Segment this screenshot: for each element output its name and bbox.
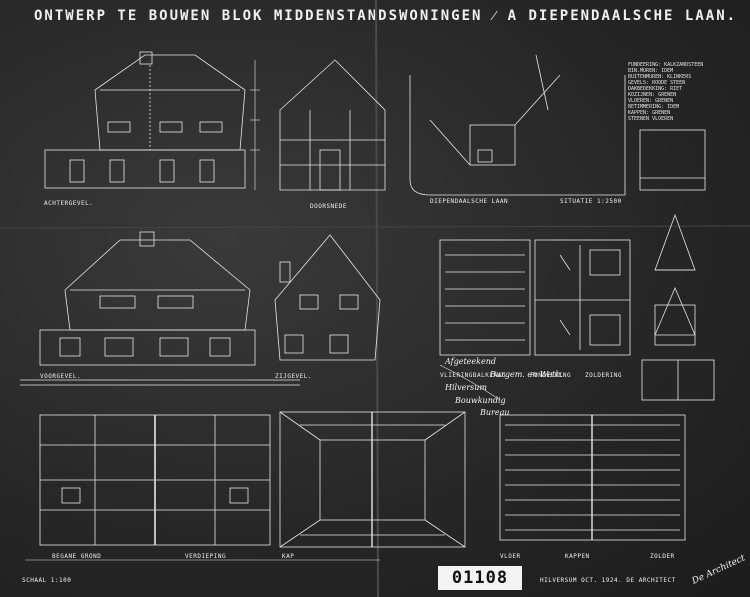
roof-plan [279, 411, 466, 548]
label-situatie: SITUATIE 1:2500 [560, 198, 622, 205]
label-verdieping: VERDIEPING [185, 553, 227, 560]
archive-stamp: 01108 [438, 566, 522, 590]
handwritten-note: Bureau [480, 408, 510, 417]
label-zoldering: ZOLDERING [585, 372, 623, 379]
rear-elevation [44, 51, 246, 189]
label-voorgevel: VOORGEVEL. [40, 373, 82, 380]
front-elevation [20, 231, 300, 386]
label-begane-grond: BEGANE GROND [52, 553, 102, 560]
label-zijgevel: ZIJGEVEL. [275, 373, 313, 380]
handwritten-note: Afgeteekend [445, 357, 496, 366]
note-line: BUITENMUREN: KLINKERS [628, 74, 692, 80]
beam-plan [499, 414, 686, 541]
label-achtergevel: ACHTERGEVEL. [44, 200, 94, 207]
note-line: DAKBEDEKKING: RIET [628, 86, 683, 92]
construction-notes: FUNDEERING: KALKZANDSTEEN BIN.MUREN: IDE… [628, 62, 712, 122]
label-schaal: SCHAAL 1:100 [22, 577, 72, 584]
note-line: KAPPEN: GRENEN [628, 110, 671, 116]
handwritten-note: Hilversum [445, 383, 488, 392]
label-zolder: ZOLDER [650, 553, 675, 560]
drawing-title: ONTWERP TE BOUWEN BLOK MIDDENSTANDSWONIN… [34, 8, 738, 24]
note-line: STEENEN VLOEREN [628, 116, 674, 122]
label-kap: KAP [282, 553, 295, 560]
handwritten-note: Bouwkundig [455, 396, 506, 405]
label-kappen: KAPPEN [565, 553, 590, 560]
label-datum: HILVERSUM OCT. 1924. DE ARCHITECT [540, 577, 676, 584]
note-line: BETIMMERING: IDEM [628, 104, 680, 110]
site-plan [409, 54, 626, 196]
note-line: BIN.MUREN: IDEM [628, 68, 674, 74]
shed-elevation [639, 129, 706, 191]
note-line: KOZIJNEN: GRENEN [628, 92, 677, 98]
foundation-plans [439, 239, 631, 356]
side-elevation [274, 234, 381, 361]
detail-elevations [641, 213, 715, 401]
dimension-lines [25, 60, 380, 561]
section-drawing [279, 59, 386, 191]
label-vlieringbalklaag: VLIERINGBALKLAAG [440, 372, 506, 379]
handwritten-note: Burgem. en Weth. [490, 370, 564, 379]
label-vloer: VLOER [500, 553, 521, 560]
note-line: VLOEREN: GRENEN [628, 98, 674, 104]
floor-plan-ground [39, 414, 271, 546]
label-fundeering: FUNDEERING [530, 372, 572, 379]
label-diependaalschelaan: DIEPENDAALSCHE LAAN [430, 198, 509, 205]
label-doorsnede: DOORSNEDE [310, 203, 348, 210]
note-line: GEVELS: ROODE STEEN [628, 80, 686, 86]
note-line: FUNDEERING: KALKZANDSTEEN [628, 62, 704, 68]
